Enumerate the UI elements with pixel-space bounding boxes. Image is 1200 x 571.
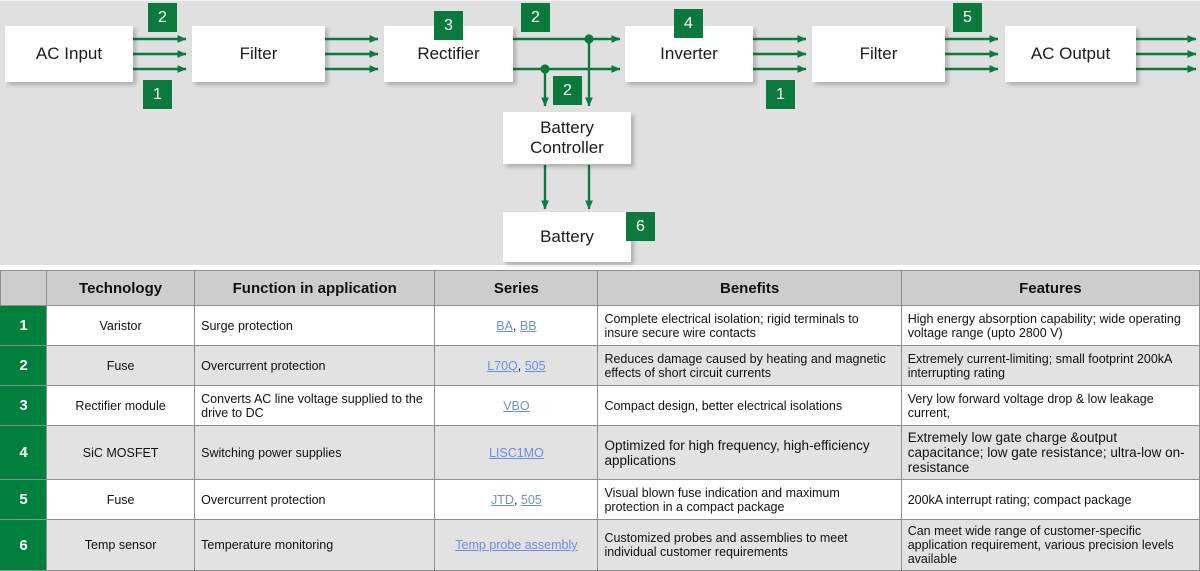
row-index: 3 [0,385,48,426]
badge-2-ac-input-top[interactable]: 2 [148,3,177,32]
cell-series: JTD, 505 [434,479,599,520]
cell-technology: Varistor [46,305,196,346]
cell-benefits: Customized probes and assemblies to meet… [597,519,902,571]
row-index: 5 [0,479,48,520]
cell-features: Extremely current-limiting; small footpr… [900,345,1200,386]
cell-function: Converts AC line voltage supplied to the… [194,385,436,426]
cell-technology: Fuse [46,479,196,520]
cell-benefits: Visual blown fuse indication and maximum… [597,479,902,520]
badge-1-ac-input-bottom-label: 1 [153,85,162,103]
table-row: 6 Temp sensor Temperature monitoring Tem… [0,519,1200,571]
table-row: 1 Varistor Surge protection BA, BB Compl… [0,305,1200,346]
cell-function: Surge protection [194,305,436,346]
series-link[interactable]: L70Q [487,358,518,373]
node-battery-controller-label-line2: Controller [530,138,604,157]
badge-6-battery[interactable]: 6 [626,212,655,241]
table-row: 2 Fuse Overcurrent protection L70Q, 505 … [0,345,1200,386]
badge-4-inverter-label: 4 [684,14,693,32]
series-link[interactable]: LISC1MO [488,445,544,460]
cell-series: LISC1MO [434,425,599,480]
cell-technology: Temp sensor [46,519,196,571]
series-link[interactable]: BA [496,318,513,333]
badge-3-rectifier[interactable]: 3 [434,11,463,40]
row-index: 4 [0,425,48,480]
cell-features: 200kA interrupt rating; compact package [900,479,1200,520]
table-header-row: Technology Function in application Serie… [0,270,1200,306]
cell-features: Can meet wide range of customer-specific… [900,519,1200,571]
table-row: 5 Fuse Overcurrent protection JTD, 505 V… [0,479,1200,520]
node-filter-output[interactable]: Filter [812,26,945,82]
node-filter-output-label: Filter [859,43,898,63]
node-filter-input[interactable]: Filter [192,26,325,82]
node-battery[interactable]: Battery [503,212,631,262]
cell-benefits: Optimized for high frequency, high-effic… [597,425,902,480]
components-table-wrapper: Technology Function in application Serie… [0,270,1200,571]
cell-function: Overcurrent protection [194,479,436,520]
cell-technology: SiC MOSFET [46,425,196,480]
col-header-index [0,270,48,306]
node-ac-input-label: AC Input [35,43,103,63]
badge-5-filter-out-label: 5 [963,8,972,26]
cell-features: Extremely low gate charge &output capaci… [900,425,1200,480]
cell-technology: Fuse [46,345,196,386]
cell-features: High energy absorption capability; wide … [900,305,1200,346]
series-link[interactable]: JTD [491,492,514,507]
node-inverter-label: Inverter [660,43,718,63]
series-link[interactable]: 505 [524,358,546,373]
node-ac-output[interactable]: AC Output [1005,26,1136,82]
badge-1-ac-input-bottom[interactable]: 1 [143,80,172,109]
row-index: 6 [0,519,48,571]
cell-function: Overcurrent protection [194,345,436,386]
row-index: 2 [0,345,48,386]
series-link[interactable]: Temp probe assembly [455,538,578,552]
col-header-series: Series [434,270,599,306]
cell-function: Temperature monitoring [194,519,436,571]
diagram-connectors [133,34,1197,210]
node-battery-label: Battery [540,226,594,246]
node-battery-controller-label-line1: Battery [540,117,594,137]
series-link[interactable]: 505 [520,492,542,507]
cell-series: VBO [434,385,599,426]
cell-series: L70Q, 505 [434,345,599,386]
cell-benefits: Reduces damage caused by heating and mag… [597,345,902,386]
badge-3-rectifier-label: 3 [444,16,453,34]
col-header-technology: Technology [46,270,196,306]
cell-features: Very low forward voltage drop & low leak… [900,385,1200,426]
badge-2-rectifier-out[interactable]: 2 [521,3,550,32]
badge-2-rectifier-out-label: 2 [531,8,540,26]
node-ac-output-label: AC Output [1030,43,1111,63]
cell-benefits: Complete electrical isolation; rigid ter… [597,305,902,346]
badge-6-battery-label: 6 [636,217,645,235]
node-filter-input-label: Filter [239,43,278,63]
cell-function: Switching power supplies [194,425,436,480]
col-header-function: Function in application [194,270,436,306]
cell-series: BA, BB [434,305,599,346]
series-link[interactable]: VBO [503,398,530,413]
badge-5-filter-out[interactable]: 5 [953,3,982,32]
badge-4-inverter[interactable]: 4 [674,9,703,38]
table-row: 4 SiC MOSFET Switching power supplies LI… [0,425,1200,480]
badge-1-inverter-out-label: 1 [776,85,785,103]
cell-benefits: Compact design, better electrical isolat… [597,385,902,426]
cell-technology: Rectifier module [46,385,196,426]
ups-block-diagram: AC Input Filter Rectifier Inverter Filte… [0,0,1200,265]
series-link[interactable]: BB [519,318,537,333]
badge-1-inverter-out[interactable]: 1 [766,80,795,109]
cell-series: Temp probe assembly [434,519,599,571]
col-header-benefits: Benefits [597,270,902,306]
table-row: 3 Rectifier module Converts AC line volt… [0,385,1200,426]
col-header-features: Features [900,270,1200,306]
row-index: 1 [0,305,48,346]
badge-2-ac-input-top-label: 2 [158,8,167,26]
badge-2-battery-feed[interactable]: 2 [553,76,582,105]
node-rectifier-label: Rectifier [417,43,480,63]
badge-2-battery-feed-label: 2 [563,81,572,99]
node-ac-input[interactable]: AC Input [5,26,133,82]
components-table: Technology Function in application Serie… [0,270,1200,571]
node-battery-controller[interactable]: Battery Controller [503,112,631,164]
